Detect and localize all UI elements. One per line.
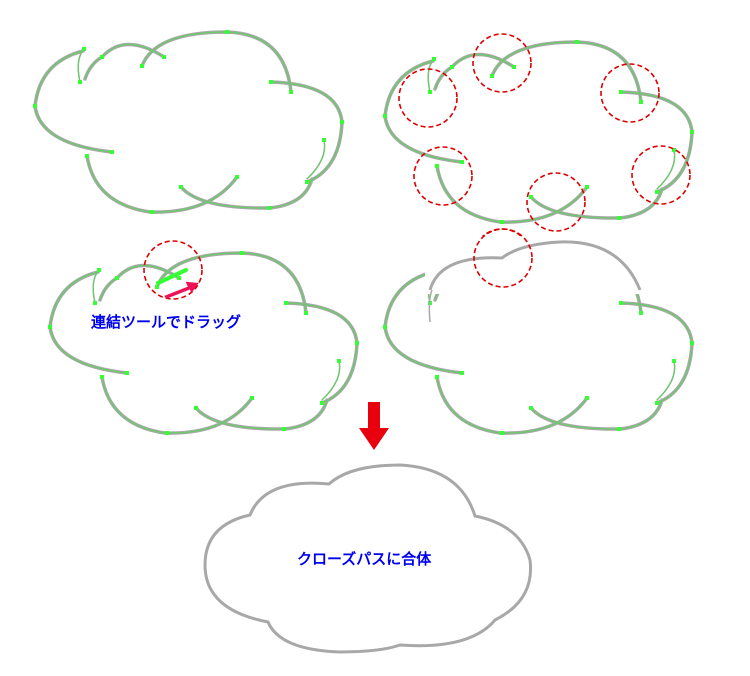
result-caption-label: クローズパスに合体 — [297, 550, 432, 568]
cloud-open-paths-step2 — [381, 38, 696, 226]
down-arrow-icon — [359, 402, 389, 450]
joined-point-circle — [473, 228, 533, 288]
cloud-open-paths-step1 — [31, 28, 346, 216]
join-tool-stroke-icon — [156, 268, 188, 285]
drag-target-circle — [143, 240, 203, 300]
drag-arrow-icon — [164, 281, 199, 299]
cloud-closed-path-result — [203, 463, 533, 654]
drag-instruction-label: 連結ツールでドラッグ — [91, 313, 242, 331]
merged-top-segment — [425, 236, 645, 323]
cloud-open-paths-step3 — [46, 249, 361, 437]
